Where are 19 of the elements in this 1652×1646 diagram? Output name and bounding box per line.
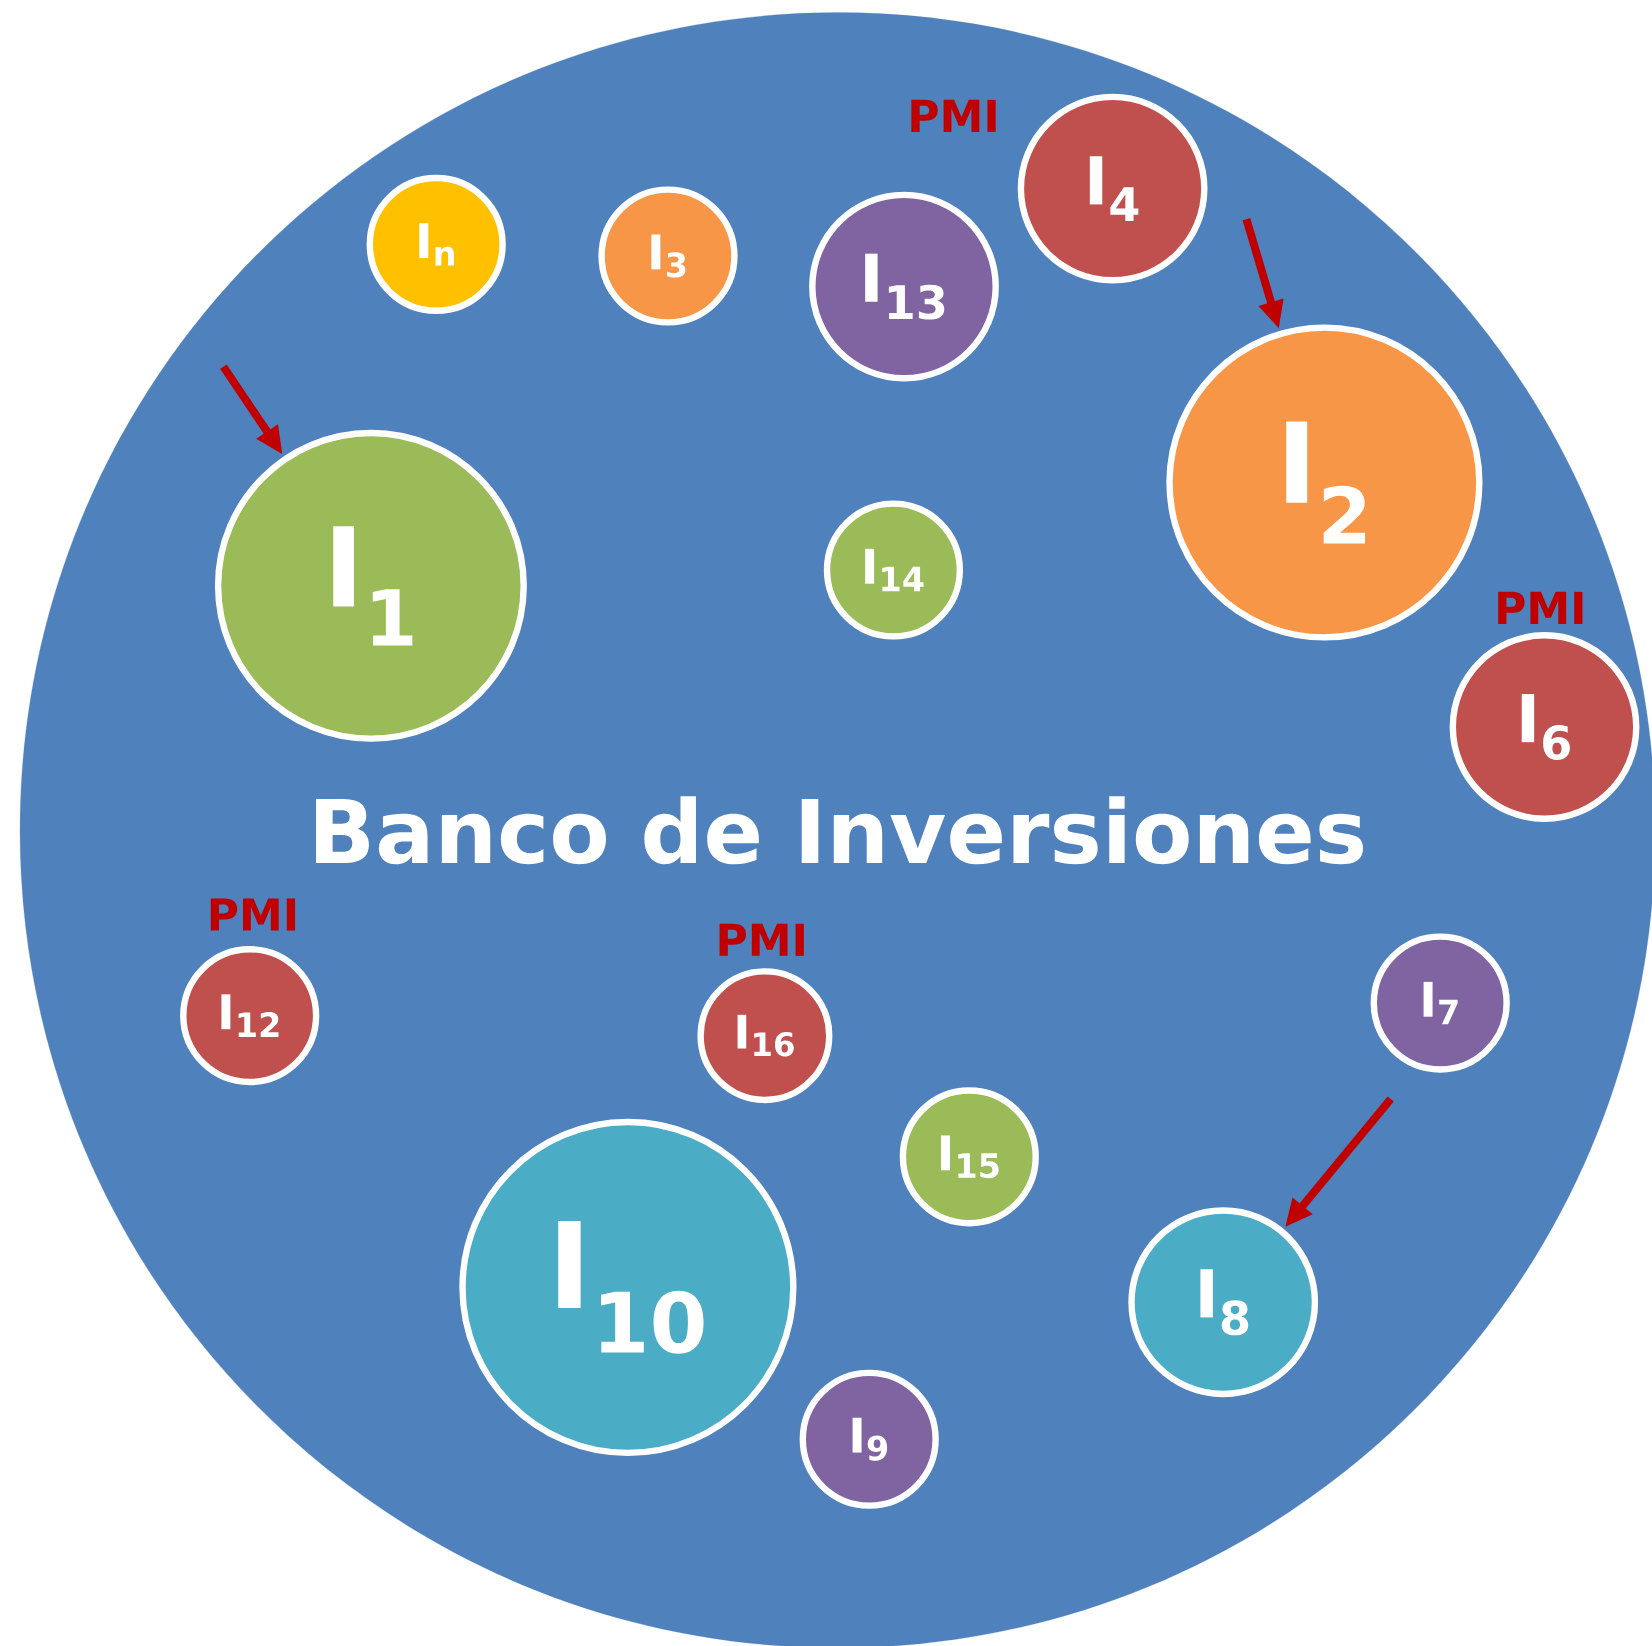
circle-node: I$_{4}$ xyxy=(1017,93,1208,284)
circle-node: I$_{9}$ xyxy=(799,1369,939,1509)
circle-node: I$_{16}$ xyxy=(697,968,833,1104)
pmi-label: PMI xyxy=(911,99,996,132)
circle-node: I$_{3}$ xyxy=(598,186,738,326)
pmi-label: PMI xyxy=(1498,591,1583,624)
circle-node: I$_{n}$ xyxy=(366,174,506,314)
circle-node: I$_{7}$ xyxy=(1370,933,1510,1073)
circle-node: I$_{10}$ xyxy=(459,1118,797,1457)
circle-node: I$_{14}$ xyxy=(823,500,964,640)
circle-node: I$_{15}$ xyxy=(899,1087,1039,1227)
pmi-label: PMI xyxy=(210,898,296,931)
circle-node: I$_{12}$ xyxy=(180,946,320,1086)
circle-node: I$_{6}$ xyxy=(1449,632,1640,822)
circle-node: I$_{1}$ xyxy=(214,429,527,742)
circle-node: I$_{13}$ xyxy=(809,191,999,382)
pmi-label: PMI xyxy=(719,923,804,956)
circle-node: I$_{8}$ xyxy=(1128,1207,1319,1398)
circle-node: I$_{2}$ xyxy=(1166,324,1483,641)
